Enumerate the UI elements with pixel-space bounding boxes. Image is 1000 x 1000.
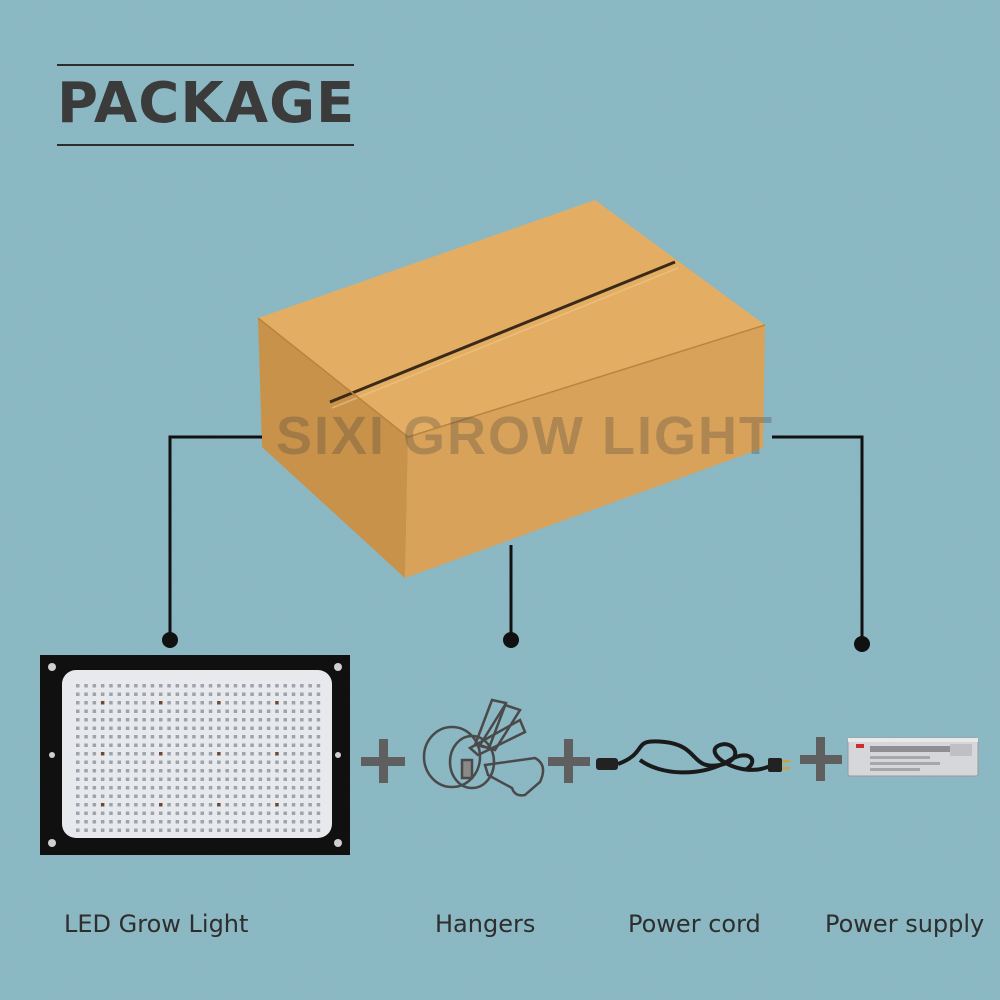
power-supply-icon — [847, 737, 979, 777]
item-label-hangers: Hangers — [435, 910, 536, 938]
connector-dot-led — [162, 632, 178, 648]
plus-sign — [800, 737, 842, 781]
item-label-power-supply: Power supply — [825, 910, 985, 938]
connector-dot-hangers — [503, 632, 519, 648]
watermark-text: SIXI GROW LIGHT — [276, 406, 774, 466]
connector-dot-power-supply — [854, 636, 870, 652]
item-label-power-cord: Power cord — [628, 910, 761, 938]
hanger-icon — [422, 698, 545, 797]
plus-sign — [361, 739, 405, 783]
page-title-block: PACKAGE — [57, 64, 354, 146]
cardboard-box-icon — [257, 200, 766, 578]
connector-lines — [168, 435, 864, 642]
led-panel-icon — [40, 655, 350, 855]
item-label-led-grow-light: LED Grow Light — [64, 910, 249, 938]
title-top-rule — [57, 64, 354, 66]
title-bottom-rule — [57, 144, 354, 146]
plus-sign — [548, 739, 590, 783]
page-title: PACKAGE — [57, 71, 356, 136]
power-cord-icon — [596, 739, 790, 775]
